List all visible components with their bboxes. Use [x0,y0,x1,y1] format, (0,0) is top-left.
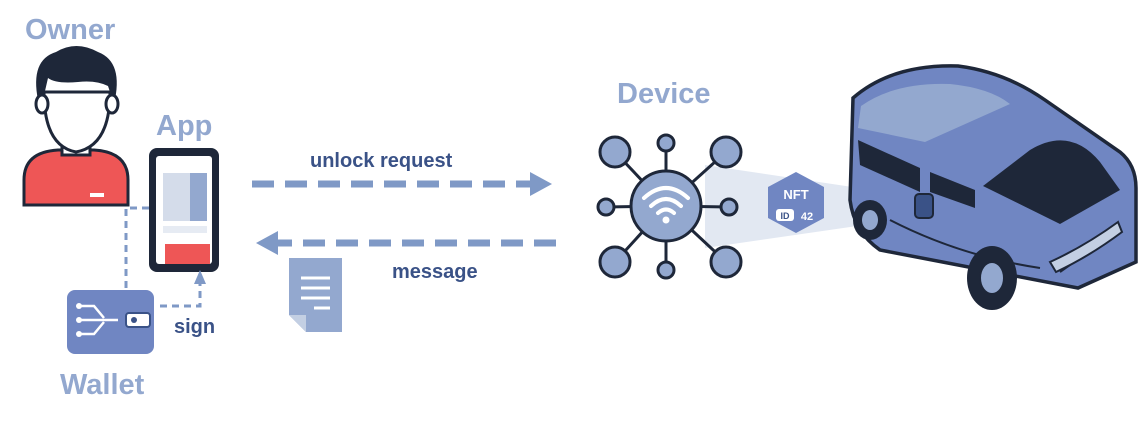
sign-label: sign [174,316,216,338]
unlock-request-label: unlock request [310,150,453,172]
document-icon [289,258,342,332]
app-label: App [156,110,213,142]
nft-badge-title: NFT [783,187,808,202]
car-icon [848,64,1138,310]
unlock-request-arrowhead [530,172,552,196]
owner-label: Owner [25,14,116,46]
nft-badge-id-label: ID [781,211,791,221]
sign-connector [124,206,202,308]
wallet-icon [67,290,154,354]
wallet-label: Wallet [60,369,145,401]
sign-arrowhead [194,270,206,284]
nft-badge-id-value: 42 [801,211,813,223]
person-icon [22,46,130,207]
nft-badge-icon: NFT ID 42 [768,172,824,233]
device-label: Device [617,78,711,110]
message-arrowhead [256,231,278,255]
wifi-hub-icon [596,133,743,280]
message-label: message [392,261,478,283]
smartphone-icon [149,148,219,272]
